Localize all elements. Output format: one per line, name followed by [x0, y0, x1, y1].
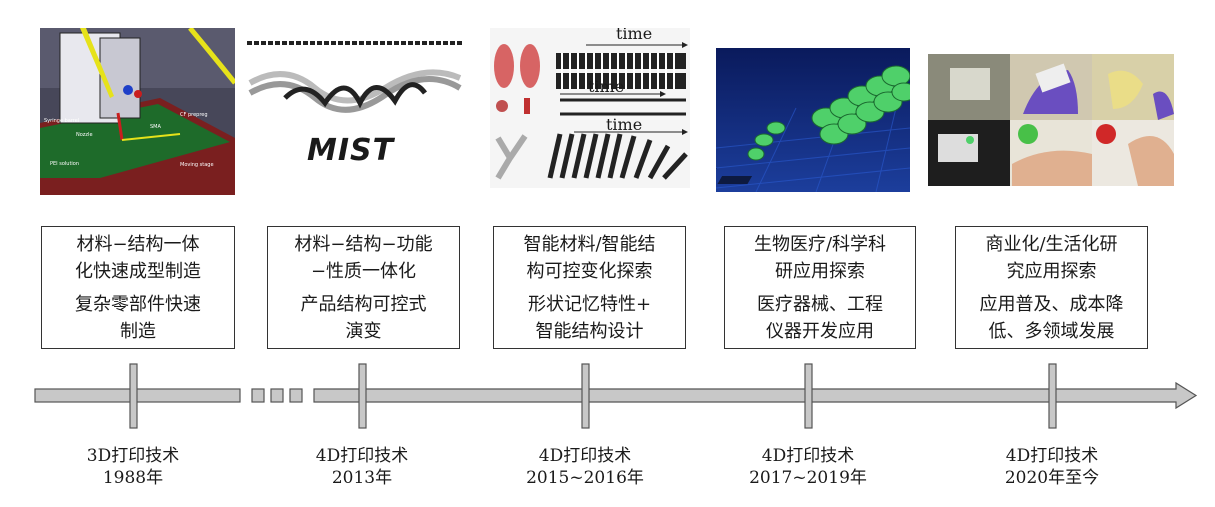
label-stage: Moving stage [180, 162, 214, 168]
stage-1-desc: 材料−结构一体 化快速成型制造 [75, 234, 201, 282]
stage-box-3: 智能材料/智能结 构可控变化探索 形状记忆特性+ 智能结构设计 [493, 226, 686, 349]
timeline-tick-1 [129, 363, 138, 429]
label-syringe: Syringe barrel [44, 118, 80, 124]
time-label-1: time [616, 28, 653, 43]
stage-5-year: 2020年至今 [1004, 468, 1100, 488]
timeline-arrow [313, 381, 1198, 410]
stage-1-tech: 3D打印技术 [86, 446, 180, 466]
time-label-2: time [588, 77, 625, 96]
time-label-3: time [606, 115, 643, 134]
stage-3-tech: 4D打印技术 [538, 446, 632, 466]
stage-4-tech: 4D打印技术 [761, 446, 855, 466]
stage-2-desc: 材料−结构−功能 −性质一体化 [294, 234, 433, 282]
stage-3-desc: 智能材料/智能结 构可控变化探索 [523, 234, 656, 282]
label-sma: SMA [150, 124, 161, 130]
stage-box-2: 材料−结构−功能 −性质一体化 产品结构可控式 演变 [267, 226, 460, 349]
timeline-dot-2 [270, 388, 284, 403]
stage-label-2: 4D打印技术 2013年 [287, 445, 437, 489]
stage-label-5: 4D打印技术 2020年至今 [977, 445, 1127, 489]
stage-4-year: 2017~2019年 [749, 468, 867, 488]
timeline-tick-5 [1048, 363, 1057, 429]
stage-3-year: 2015~2016年 [526, 468, 644, 488]
label-nozzle: Nozzle [76, 132, 93, 138]
timeline-tick-3 [581, 363, 590, 429]
timeline-bar-left [34, 388, 241, 403]
mist-text: MIST [307, 133, 395, 168]
stage-2-detail: 产品结构可控式 演变 [300, 294, 427, 342]
timeline-tick-4 [804, 363, 813, 429]
stage-5-detail: 应用普及、成本降 低、多领域发展 [979, 294, 1124, 342]
stage-5-desc: 商业化/生活化研 究应用探索 [985, 234, 1118, 282]
timeline-dot-3 [289, 388, 303, 403]
stage-box-4: 生物医疗/科学科 研应用探索 医疗器械、工程 仪器开发应用 [724, 226, 916, 349]
stage-4-detail: 医疗器械、工程 仪器开发应用 [757, 294, 883, 342]
stage-1-detail: 复杂零部件快速 制造 [75, 294, 201, 342]
stage-label-4: 4D打印技术 2017~2019年 [733, 445, 883, 489]
label-cf: CF prepreg [180, 112, 208, 118]
stage-1-year: 1988年 [102, 468, 164, 488]
stage-3-detail: 形状记忆特性+ 智能结构设计 [527, 294, 652, 342]
stage-4-desc: 生物医疗/科学科 研应用探索 [753, 234, 887, 282]
image-time-structures: time time time [490, 28, 690, 188]
stage-2-year: 2013年 [331, 468, 393, 488]
label-pei: PEI solution [50, 161, 80, 167]
stage-2-tech: 4D打印技术 [315, 446, 409, 466]
stage-label-1: 3D打印技术 1988年 [58, 445, 208, 489]
image-lattice-tube [716, 48, 910, 192]
image-applications [928, 54, 1174, 186]
stage-5-tech: 4D打印技术 [1005, 446, 1099, 466]
timeline-dot-1 [251, 388, 265, 403]
timeline-tick-2 [358, 363, 367, 429]
image-3d-printer: Syringe barrel Nozzle SMA CF prepreg PEI… [40, 28, 235, 195]
stage-label-3: 4D打印技术 2015~2016年 [510, 445, 660, 489]
stage-box-5: 商业化/生活化研 究应用探索 应用普及、成本降 低、多领域发展 [955, 226, 1148, 349]
image-mist: MIST [245, 33, 465, 183]
stage-box-1: 材料−结构一体 化快速成型制造 复杂零部件快速 制造 [41, 226, 235, 349]
